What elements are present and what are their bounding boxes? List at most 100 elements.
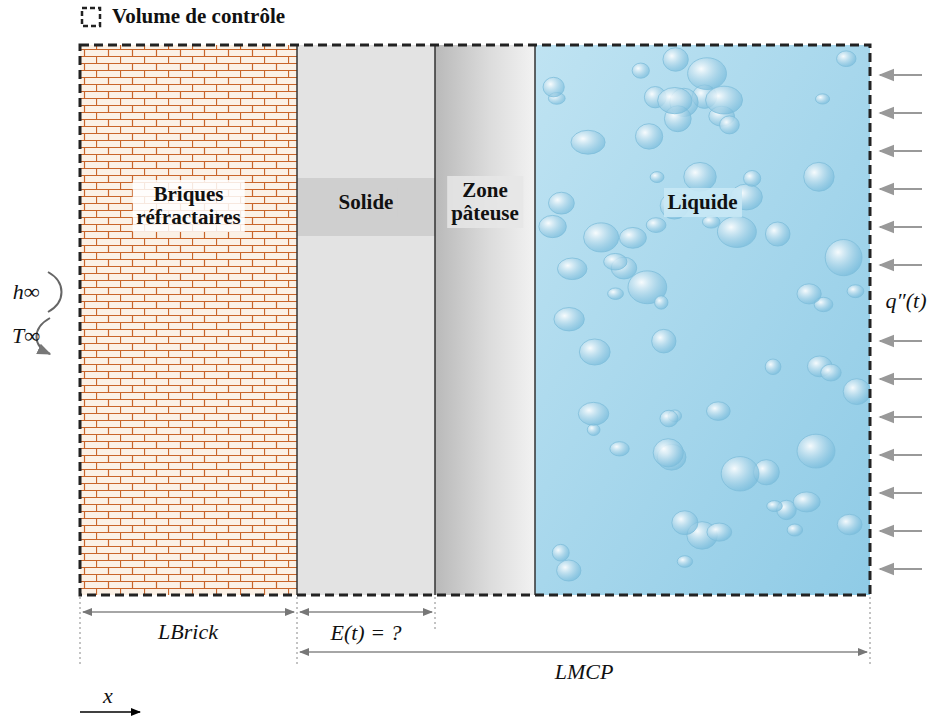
layer-label: Solide (335, 188, 398, 217)
label-band (297, 178, 435, 236)
dimension-label: LBrick (156, 619, 220, 645)
droplet (821, 364, 842, 381)
dimension-label: LMCP (553, 659, 616, 685)
layer-label: Zone pâteuse (447, 176, 523, 228)
control-volume-outline (80, 45, 870, 595)
legend-swatch (80, 6, 102, 28)
axis-arrow (80, 711, 140, 713)
droplet (677, 556, 692, 568)
droplet (797, 284, 821, 304)
droplet (804, 162, 834, 191)
droplet (632, 63, 649, 78)
droplet (787, 524, 803, 536)
droplet (646, 218, 666, 233)
droplet-texture (539, 48, 871, 581)
droplet (571, 130, 605, 154)
layer-label: Liquide (663, 188, 741, 217)
flux-arrow (880, 112, 922, 114)
droplet (584, 223, 619, 252)
droplet (793, 492, 820, 512)
dimension-line (300, 611, 432, 613)
heat-flux-arrows (880, 75, 922, 569)
droplet (557, 258, 586, 280)
flux-arrow (880, 492, 922, 494)
boundary-symbol: T∞ (10, 323, 42, 349)
droplet (720, 116, 740, 134)
boundary-symbol: h∞ (11, 279, 42, 305)
interface-line (297, 45, 535, 595)
brick-region (80, 45, 297, 595)
dimension-line (300, 651, 867, 653)
droplet (815, 94, 829, 104)
droplet (578, 402, 608, 425)
flux-arrow (880, 226, 922, 228)
droplet (554, 308, 584, 331)
dimension-line (83, 611, 294, 613)
flux-arrow (880, 150, 922, 152)
liquid-region (535, 45, 870, 595)
droplet (684, 162, 717, 191)
flux-arrow (880, 264, 922, 266)
droplet (579, 339, 610, 365)
flux-arrow (880, 378, 922, 380)
droplet (721, 457, 759, 491)
droplet (707, 523, 732, 541)
droplet (744, 170, 761, 186)
droplet (652, 329, 676, 353)
layer-label: Briques réfractaires (132, 180, 245, 232)
droplet (543, 77, 564, 97)
droplet (843, 379, 870, 405)
mushy-region (435, 45, 535, 595)
droplet (658, 87, 692, 113)
flux-arrow (880, 340, 922, 342)
droplet (847, 285, 864, 298)
droplet (765, 222, 790, 246)
flux-arrow (880, 416, 922, 418)
droplet (548, 192, 574, 214)
droplet (539, 215, 567, 237)
droplet (650, 172, 664, 183)
droplet (557, 560, 581, 581)
droplet (660, 410, 678, 427)
legend-text: Volume de contrôle (112, 4, 285, 29)
solid-region (297, 45, 435, 595)
convection-arrow (37, 272, 62, 354)
flux-arrow (880, 74, 922, 76)
flux-arrow (880, 188, 922, 190)
droplet (837, 51, 856, 67)
legend-entry: Volume de contrôle (80, 4, 285, 29)
droplet (635, 124, 662, 149)
droplet (765, 359, 781, 375)
droplet (655, 296, 668, 309)
material-layer: Liquide (535, 45, 870, 595)
material-layer: Briques réfractaires (80, 45, 297, 595)
droplet (717, 216, 756, 247)
droplet (608, 288, 624, 299)
droplet (702, 216, 720, 228)
axis-label: x (101, 683, 115, 709)
droplet (610, 442, 629, 456)
dimension-label: E(t) = ? (328, 620, 403, 646)
flux-arrow (880, 530, 922, 532)
material-layer: Zone pâteuse (435, 45, 535, 595)
droplet (587, 424, 600, 436)
droplet (825, 239, 862, 275)
droplet (837, 514, 862, 534)
droplet (767, 501, 783, 512)
droplet (653, 439, 683, 467)
boundary-symbol: q″(t) (884, 288, 929, 314)
droplet (706, 402, 730, 421)
droplet (552, 544, 569, 561)
droplet (797, 434, 835, 468)
droplet (604, 253, 627, 270)
droplet (619, 227, 646, 248)
droplet (706, 86, 743, 114)
droplet (663, 48, 688, 72)
flux-arrow (880, 568, 922, 570)
droplet (688, 58, 727, 90)
extension-line (80, 597, 870, 665)
droplet (672, 511, 698, 535)
material-layer: Solide (297, 45, 435, 595)
